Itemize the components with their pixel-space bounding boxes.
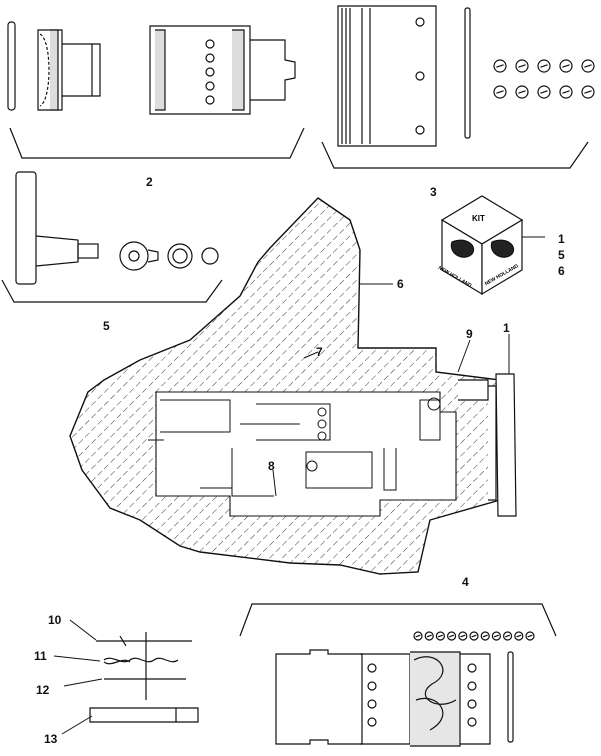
screw-slot	[584, 90, 592, 94]
screw-head	[581, 59, 595, 73]
screw-slot	[449, 634, 455, 638]
group-3-sleeve	[321, 5, 595, 169]
callout-3: 3	[430, 185, 437, 199]
group-2-bushings	[7, 21, 305, 159]
screw-slot	[493, 634, 499, 638]
screw-head	[469, 631, 479, 641]
screw-head	[537, 85, 551, 99]
callout-6: 6	[397, 277, 404, 291]
screw-slot	[540, 64, 548, 68]
callout-11: 11	[34, 649, 47, 663]
screw-head	[493, 85, 507, 99]
screw-set-4	[413, 631, 535, 641]
screw-head	[503, 631, 513, 641]
screw-slot	[437, 634, 443, 638]
callout-5: 5	[103, 319, 110, 333]
screw-slot	[527, 634, 533, 638]
callout-kit-6: 6	[558, 264, 565, 278]
screw-slot	[518, 64, 526, 68]
screw-head	[525, 631, 535, 641]
screw-slot	[426, 634, 432, 638]
snap-ring	[201, 247, 219, 265]
screw-head	[537, 59, 551, 73]
seal-ring-right	[464, 7, 471, 139]
screw-slot	[584, 64, 592, 68]
bracket-3	[321, 141, 589, 169]
callout-10: 10	[48, 613, 62, 627]
screw-head	[559, 59, 573, 73]
callout-kit-5: 5	[558, 248, 565, 262]
screw-slot	[496, 90, 504, 94]
bushing-small	[37, 29, 101, 111]
spring-11	[103, 657, 179, 663]
group-4-assembly	[239, 603, 557, 747]
bracket-5	[1, 279, 223, 303]
screw-slot	[496, 64, 504, 68]
screw-head	[514, 631, 524, 641]
screw-slot	[516, 634, 522, 638]
bracket-2	[9, 127, 305, 159]
screw-head	[413, 631, 423, 641]
group-5-shaft	[1, 171, 223, 303]
screw-slot	[540, 90, 548, 94]
screw-head	[491, 631, 501, 641]
screw-head	[515, 85, 529, 99]
callout-1-housing: 1	[503, 321, 510, 335]
screw-head	[424, 631, 434, 641]
kit-box	[440, 195, 524, 296]
callout-9: 9	[466, 327, 473, 341]
callout-13: 13	[44, 732, 58, 746]
screw-head	[493, 59, 507, 73]
bracket-4	[239, 603, 557, 637]
screw-slot	[460, 634, 466, 638]
screw-slot	[562, 64, 570, 68]
callout-12: 12	[36, 683, 50, 697]
callout-kit-1: 1	[558, 232, 565, 246]
callout-8: 8	[268, 459, 275, 473]
screw-head	[559, 85, 573, 99]
screw-slot	[482, 634, 488, 638]
main-housing	[69, 197, 517, 575]
screw-slot	[562, 90, 570, 94]
rod-13	[89, 707, 199, 723]
bushing-ring	[167, 243, 193, 269]
screw-head	[515, 59, 529, 73]
screw-head	[581, 85, 595, 99]
loose-parts	[89, 632, 199, 723]
screw-slot	[471, 634, 477, 638]
screw-slot	[505, 634, 511, 638]
callout-7: 7	[316, 345, 323, 359]
screw-slot	[415, 634, 421, 638]
screw-head	[447, 631, 457, 641]
bushing-large	[149, 25, 296, 115]
screw-head	[435, 631, 445, 641]
cam-washer	[119, 241, 149, 271]
screw-head	[480, 631, 490, 641]
kit-box-label: KIT	[472, 214, 485, 223]
screw-set-3	[493, 59, 595, 99]
end-plate	[458, 373, 517, 517]
leader-lines	[53, 236, 545, 735]
screw-slot	[518, 90, 526, 94]
callout-4: 4	[462, 575, 469, 589]
screw-head	[458, 631, 468, 641]
callout-2: 2	[146, 175, 153, 189]
seal-ring-left	[7, 21, 16, 111]
